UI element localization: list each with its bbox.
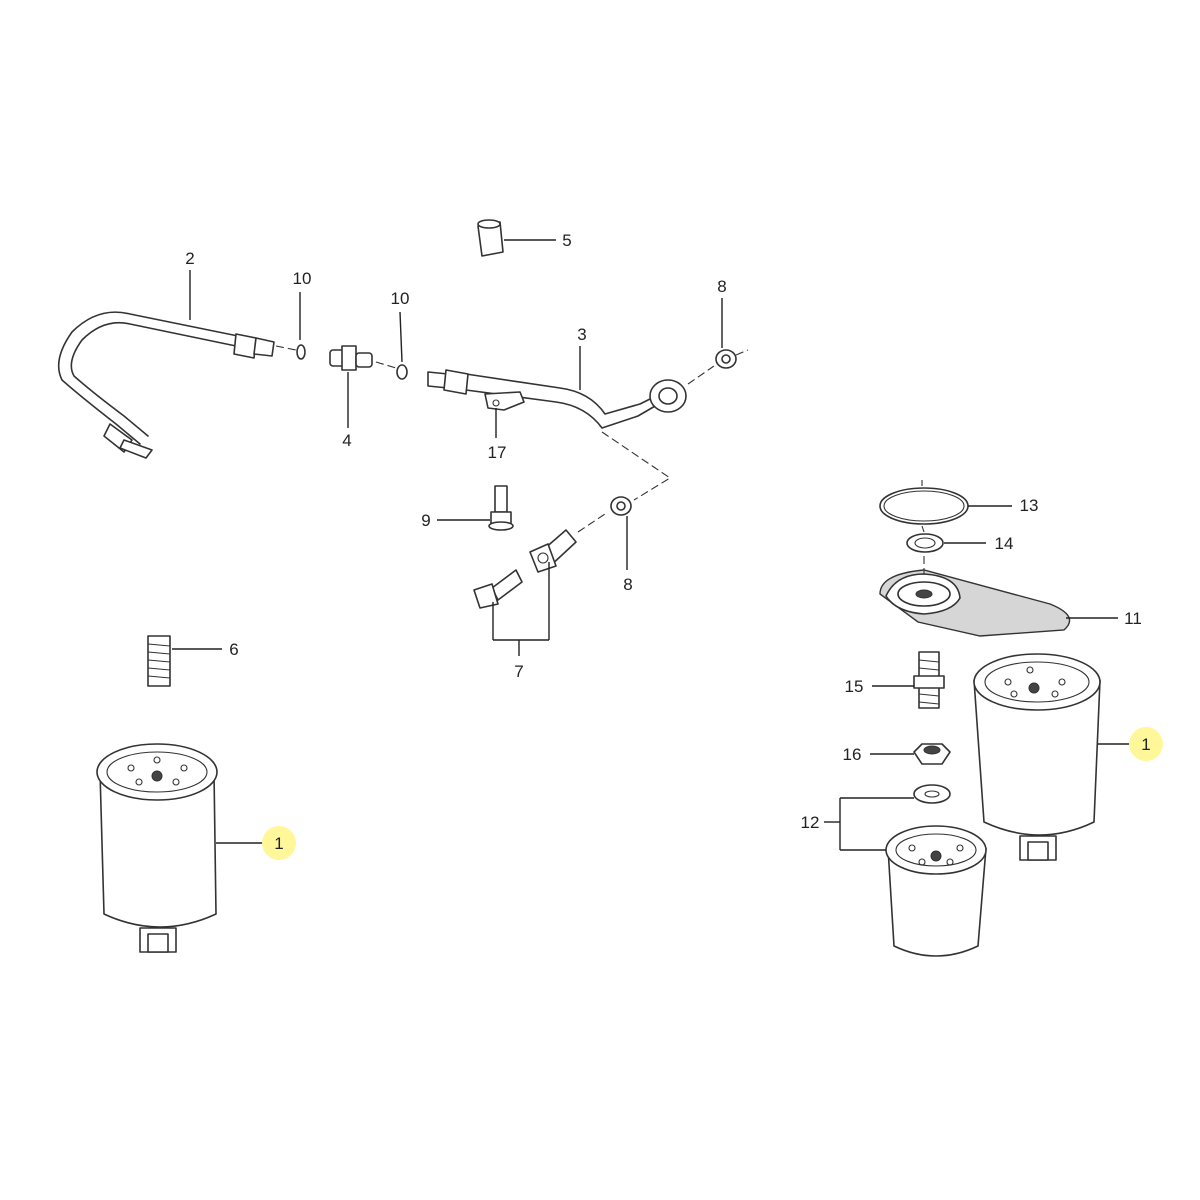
fuel-pipe-2[interactable] [57, 311, 275, 459]
washer-8-bottom[interactable] [610, 496, 632, 516]
leader-lines [172, 239, 1132, 851]
sleeve-5[interactable] [477, 219, 504, 257]
washer-12[interactable] [913, 784, 951, 804]
callout-7[interactable]: 7 [514, 662, 523, 681]
callout-8-bottom[interactable]: 8 [623, 575, 632, 594]
callout-5[interactable]: 5 [562, 231, 571, 250]
callout-2[interactable]: 2 [185, 249, 194, 268]
threaded-insert-6[interactable] [147, 635, 171, 687]
callout-12[interactable]: 12 [801, 813, 820, 832]
callout-1-right[interactable]: 1 [1141, 735, 1150, 754]
bolt-9[interactable] [488, 485, 514, 531]
seal-ring-13[interactable] [879, 487, 969, 525]
callout-17[interactable]: 17 [488, 443, 507, 462]
seal-14[interactable] [906, 533, 944, 553]
fuel-pipe-3[interactable] [427, 369, 687, 429]
highlight-callout-1-right [1129, 727, 1163, 761]
filter-element-12[interactable] [885, 825, 987, 957]
union-fitting-4[interactable] [329, 345, 373, 371]
callout-8-top[interactable]: 8 [717, 277, 726, 296]
callout-6[interactable]: 6 [229, 640, 238, 659]
washer-8-top[interactable] [715, 349, 737, 369]
nut-16[interactable] [913, 743, 951, 765]
callout-1-left[interactable]: 1 [274, 834, 283, 853]
fuel-filter-1-left[interactable] [96, 743, 218, 953]
o-ring-10-left[interactable] [296, 344, 306, 360]
callout-14[interactable]: 14 [995, 534, 1014, 553]
callout-4[interactable]: 4 [342, 431, 351, 450]
callout-9[interactable]: 9 [421, 511, 430, 530]
fuel-filter-1-right[interactable] [973, 653, 1101, 861]
callout-15[interactable]: 15 [845, 677, 864, 696]
callout-10-left[interactable]: 10 [293, 269, 312, 288]
threaded-stud-15[interactable] [913, 651, 945, 709]
callout-13[interactable]: 13 [1020, 496, 1039, 515]
o-ring-10-right[interactable] [396, 364, 408, 380]
filter-head-11[interactable] [879, 569, 1071, 637]
banjo-bolts-7[interactable] [473, 529, 577, 609]
callout-16[interactable]: 16 [843, 745, 862, 764]
highlight-callout-1-left [262, 826, 296, 860]
callout-11[interactable]: 11 [1124, 609, 1142, 628]
callout-10-right[interactable]: 10 [391, 289, 410, 308]
callout-3[interactable]: 3 [577, 325, 586, 344]
